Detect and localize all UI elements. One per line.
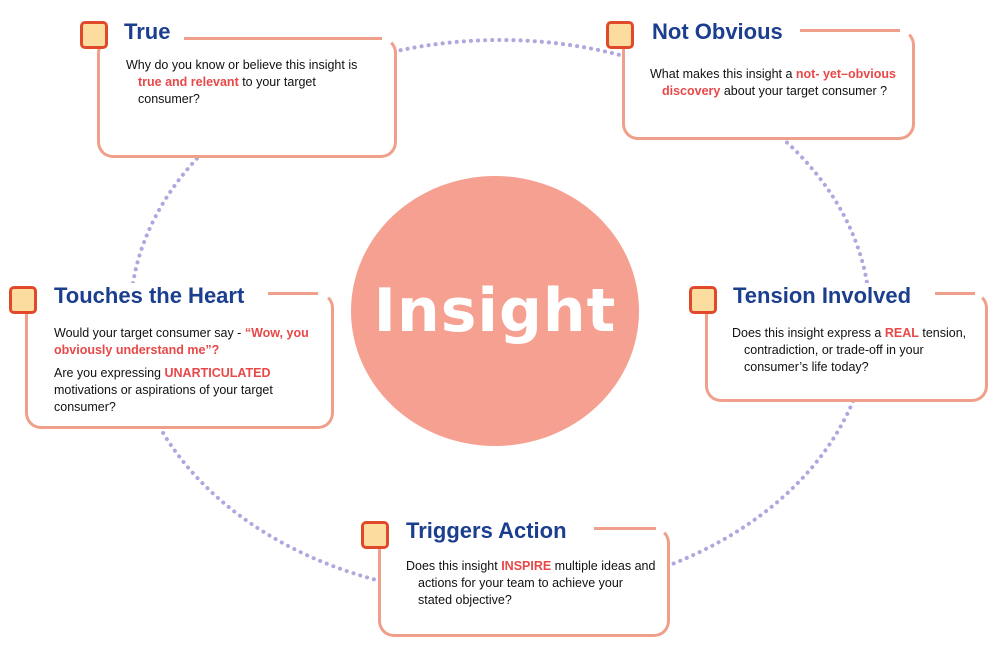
card-heart-highlight-1: “Wow, you — [244, 326, 309, 340]
card-true-top-border — [184, 37, 382, 40]
card-touches-heart-text: Would your target consumer say - “Wow, y… — [54, 325, 329, 416]
card-tension-line-1: Does this insight express a — [732, 326, 885, 340]
card-triggers-action-text: Does this insight INSPIRE multiple ideas… — [406, 558, 668, 609]
card-tension-line-1b: tension, — [918, 326, 967, 340]
card-triggers-action — [378, 527, 670, 637]
checkbox-touches-heart[interactable] — [9, 286, 37, 314]
card-tension-line-3: consumer’s life today? — [744, 360, 869, 374]
card-tension — [705, 292, 988, 402]
card-true-highlight: true and relevant — [138, 75, 239, 89]
checkbox-not-obvious[interactable] — [606, 21, 634, 49]
card-touches-heart-top-border — [268, 292, 318, 295]
card-not-obvious-text: What makes this insight a not- yet–obvio… — [650, 66, 910, 100]
card-tension-highlight: REAL — [884, 326, 919, 340]
card-true-line-2: to your target — [238, 75, 316, 89]
card-triggers-action-title: Triggers Action — [406, 518, 573, 544]
card-not-obvious-title: Not Obvious — [652, 19, 789, 45]
card-action-line-1b: multiple ideas and — [551, 559, 656, 573]
card-not-obvious-highlight-1: not- yet–obvious — [795, 67, 896, 81]
card-action-line-1: Does this insight — [406, 559, 502, 573]
card-not-obvious-line-2: about your target consumer ? — [720, 84, 888, 98]
checkbox-true[interactable] — [80, 21, 108, 49]
card-heart-line-3: Are you expressing — [54, 366, 165, 380]
card-action-line-3: stated objective? — [418, 593, 512, 607]
insight-circle: Insight — [351, 176, 639, 446]
card-touches-heart-title: Touches the Heart — [54, 283, 251, 309]
card-tension-line-2: contradiction, or trade-off in your — [744, 343, 924, 357]
card-true-text: Why do you know or believe this insight … — [126, 57, 391, 108]
card-tension-text: Does this insight express a REAL tension… — [732, 325, 984, 376]
card-tension-top-border — [935, 292, 975, 295]
checkbox-tension[interactable] — [689, 286, 717, 314]
card-triggers-action-top-border — [594, 527, 656, 530]
card-heart-highlight-3: UNARTICULATED — [164, 366, 271, 380]
card-not-obvious-highlight-2: discovery — [662, 84, 721, 98]
card-heart-highlight-2: obviously understand me”? — [54, 343, 220, 357]
card-action-highlight: INSPIRE — [501, 559, 552, 573]
card-not-obvious-line-1: What makes this insight a — [650, 67, 796, 81]
insight-label: Insight — [373, 276, 617, 346]
card-true-line-1: Why do you know or believe this insight … — [126, 58, 358, 72]
card-heart-line-1: Would your target consumer say - — [54, 326, 245, 340]
card-touches-heart — [25, 292, 334, 429]
card-true-title: True — [124, 19, 177, 45]
checkbox-triggers-action[interactable] — [361, 521, 389, 549]
card-not-obvious — [622, 29, 915, 140]
card-heart-line-4: motivations or aspirations of your targe… — [54, 383, 273, 397]
card-true — [97, 37, 397, 158]
card-action-line-2: actions for your team to achieve your — [418, 576, 623, 590]
card-tension-title: Tension Involved — [733, 283, 918, 309]
card-true-line-3: consumer? — [138, 92, 200, 106]
card-heart-line-5: consumer? — [54, 400, 116, 414]
card-not-obvious-top-border — [800, 29, 900, 32]
